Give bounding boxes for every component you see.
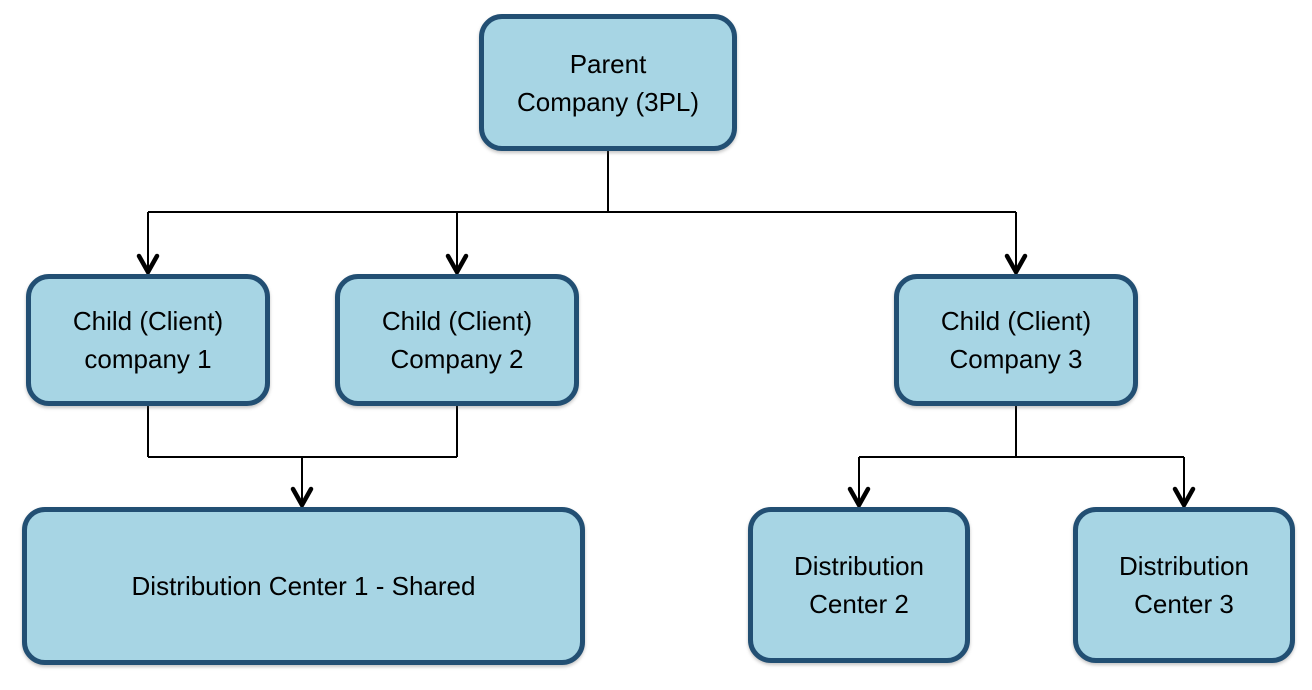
node-label-line: Child (Client) xyxy=(381,306,533,336)
node-child-company-1: Child (Client) company 1 xyxy=(26,274,270,406)
node-distribution-center-3: Distribution Center 3 xyxy=(1073,507,1295,663)
node-label-line: Parent xyxy=(569,48,647,79)
node-label-line: Center 3 xyxy=(1134,589,1234,619)
node-parent-company: Parent Company (3PL) xyxy=(479,14,737,151)
node-label-line: Child (Client) xyxy=(72,306,224,336)
node-label-line: company 1 xyxy=(84,344,212,374)
node-label-line: Distribution xyxy=(1118,551,1250,581)
node-child-company-3: Child (Client) Company 3 xyxy=(894,274,1138,406)
node-distribution-center-2: Distribution Center 2 xyxy=(748,507,970,663)
node-child-company-2: Child (Client) Company 2 xyxy=(335,274,579,406)
node-label-line: Child (Client) xyxy=(940,306,1092,336)
node-label-line: Company 2 xyxy=(390,344,524,374)
node-distribution-center-1: Distribution Center 1 - Shared xyxy=(22,507,585,665)
node-label-line: Distribution Center 1 - Shared xyxy=(131,571,476,601)
node-label-line: Center 2 xyxy=(809,589,909,619)
node-label-line: Distribution xyxy=(793,551,925,581)
node-label-line: Company (3PL) xyxy=(516,86,700,117)
node-label-line: Company 3 xyxy=(949,344,1083,374)
